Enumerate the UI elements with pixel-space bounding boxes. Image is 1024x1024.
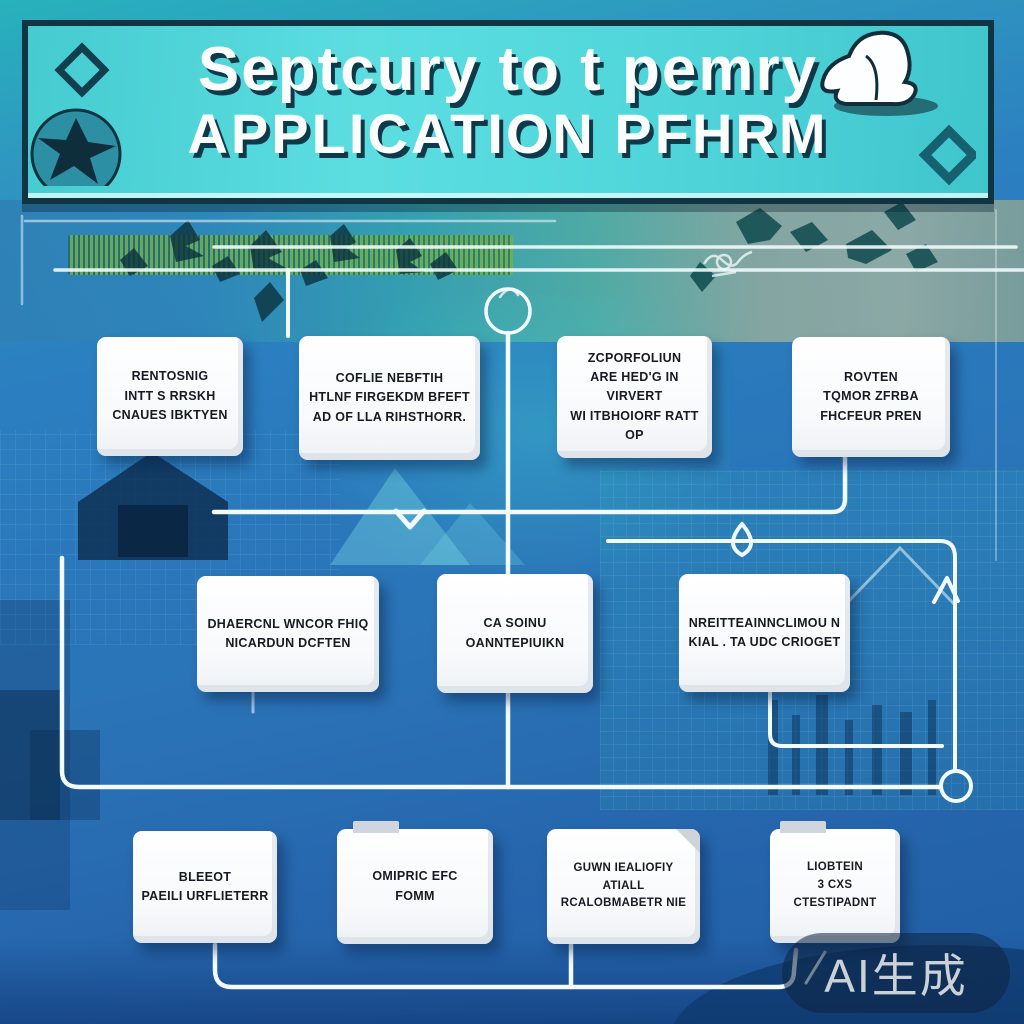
flow-box-text: ROVTEN TQMOR ZFRBA FHCFEUR PREN [814, 364, 928, 430]
flow-box-r3c3: GUWN IEALIOFIY ATIALL RCALOBMABETR NIE [547, 829, 700, 944]
flow-box-text: RENTOSNIG INTT S RRSKH CNAUES IBKTYEN [106, 363, 233, 429]
flow-box-r2c3: NREITTEAINNCLIMOU N KIAL . TA UDC CRIOGE… [679, 574, 850, 692]
text-line: CA SOINU [483, 616, 547, 631]
text-line: COFLIE NEBFTIH [335, 370, 444, 385]
connector-bus-bottom [212, 942, 799, 990]
teardrop-doodle [731, 522, 753, 557]
circle-endpoint [939, 769, 973, 803]
text-line: AD OF LLA RIHSTHORR. [312, 409, 467, 424]
text-line: NICARDUN DCFTEN [225, 636, 351, 650]
flow-box-text: ZCPORFOLIUN ARE HED'G IN VIRVERT WI ITBH… [557, 345, 712, 450]
text-line: ZCPORFOLIUN [587, 350, 682, 365]
dark-blocks [0, 690, 100, 820]
flow-box-r2c1: DHAERCNL WNCOR FHIQ NICARDUN DCFTEN [197, 576, 379, 692]
text-line: FOMM [395, 888, 435, 903]
text-line: 3 CXS CTESTIPADNT [793, 879, 877, 909]
text-line: ARE HED'G IN VIRVERT [590, 369, 679, 404]
arrow-scribble [932, 576, 960, 604]
flow-box-text: BLEEOT PAEILI URFLIETERR [135, 864, 274, 911]
text-line: LIOBTEIN [806, 861, 864, 874]
foliage-left [120, 220, 458, 322]
text-line: NREITTEAINNCLIMOU N [688, 615, 841, 630]
flow-box-r1c2: COFLIE NEBFTIH HTLNF FIRGEKDM BFEFT AD O… [299, 336, 480, 460]
round-badge-icon [30, 108, 122, 186]
ai-watermark-pill: AI生成 [782, 933, 1010, 1013]
page-tab [353, 821, 399, 833]
text-line: TQMOR ZFRBA [823, 389, 919, 404]
connector [606, 539, 957, 770]
text-line: FHCFEUR PREN [820, 408, 922, 423]
text-line: OANNTEPIUIKN [465, 635, 565, 650]
text-line: GUWN IEALIOFIY ATIALL [573, 861, 674, 892]
connector [768, 688, 944, 748]
text-line: INTT S RRSKH [124, 388, 216, 403]
text-line: OMIPRIC EFC [372, 869, 458, 884]
flow-box-r3c4: LIOBTEIN 3 CXS CTESTIPADNT [770, 821, 900, 943]
circle-doodle-inner [498, 288, 520, 299]
page-tab [780, 821, 826, 833]
text-line: CNAUES IBKTYEN [112, 408, 228, 423]
diamond-icon [54, 42, 110, 98]
text-line: WI ITBHOIORF RATT OP [570, 408, 699, 443]
flow-box-r1c1: RENTOSNIG INTT S RRSKH CNAUES IBKTYEN [97, 337, 243, 456]
flow-box-r3c1: BLEEOT PAEILI URFLIETERR [133, 831, 277, 943]
ai-watermark-label: AI生成 [824, 950, 968, 1002]
text-line: HTLNF FIRGEKDM BFEFT [309, 390, 470, 405]
title-banner: Septcury to t pemry APPLICATION PFHRM [22, 20, 994, 204]
flow-box-r3c2: OMIPRIC EFC FOMM [337, 821, 493, 944]
flow-box-text: NREITTEAINNCLIMOU N KIAL . TA UDC CRIOGE… [683, 610, 847, 657]
flow-box-text: CA SOINU OANNTEPIUIKN [460, 610, 571, 657]
text-line: RENTOSNIG [131, 369, 209, 384]
connector-bus-mid [59, 555, 942, 790]
connector [211, 454, 848, 515]
flow-box-r1c3: ZCPORFOLIUN ARE HED'G IN VIRVERT WI ITBH… [557, 336, 712, 458]
diamond-icon [918, 124, 976, 186]
flow-box-text: GUWN IEALIOFIY ATIALL RCALOBMABETR NIE [547, 856, 700, 917]
circle-doodle [484, 287, 532, 335]
text-line: BLEEOT [178, 869, 232, 884]
text-line: RCALOBMABETR NIE [560, 897, 687, 910]
flow-box-text: LIOBTEIN 3 CXS CTESTIPADNT [770, 855, 900, 916]
text-line: ROVTEN [844, 369, 898, 384]
house-silhouette [78, 452, 228, 560]
flow-box-r1c4: ROVTEN TQMOR ZFRBA FHCFEUR PREN [792, 337, 950, 457]
title-line-1: Septcury to t pemry [197, 35, 819, 104]
poster-title: Septcury to t pemry APPLICATION PFHRM [28, 26, 988, 166]
arrowhead [393, 508, 427, 530]
text-line: PAEILI URFLIETERR [141, 889, 269, 903]
title-line-2: APPLICATION PFHRM [187, 102, 829, 165]
text-line: KIAL . TA UDC CRIOGET [688, 635, 841, 649]
flow-box-r2c2: CA SOINU OANNTEPIUIKN [437, 574, 593, 693]
banner-decorations [30, 30, 976, 186]
folded-corner [676, 829, 700, 853]
text-line: DHAERCNL WNCOR FHIQ [207, 616, 369, 631]
flow-box-text: DHAERCNL WNCOR FHIQ NICARDUN DCFTEN [201, 611, 374, 658]
bell-icon [820, 30, 938, 116]
flow-box-text: COFLIE NEBFTIH HTLNF FIRGEKDM BFEFT AD O… [303, 365, 476, 431]
flow-box-text: OMIPRIC EFC FOMM [366, 863, 463, 910]
